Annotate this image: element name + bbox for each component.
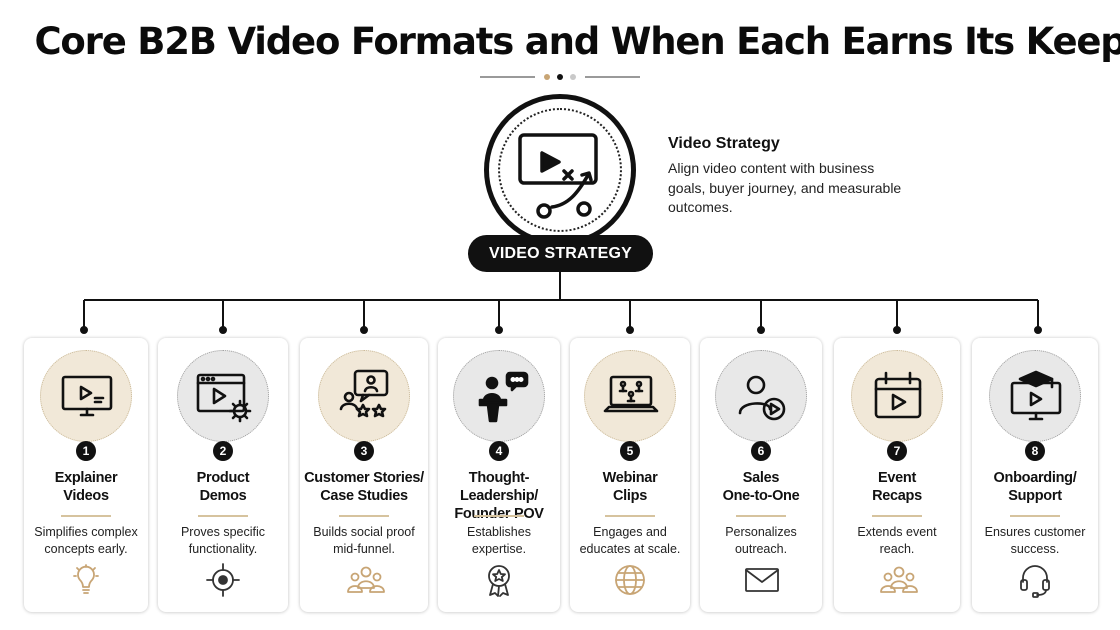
card-description: Proves specific functionality. (158, 524, 288, 557)
card-title: Onboarding/ Support (972, 469, 1098, 505)
format-card: 4 Thought-Leadership/ Founder POV Establ… (438, 338, 560, 612)
format-card: 1 Explainer Videos Simplifies complex co… (24, 338, 148, 612)
card-number: 3 (354, 441, 374, 461)
card-title-line-1: Explainer (54, 470, 118, 486)
strategy-description: Align video content with business goals,… (668, 160, 902, 215)
card-title: Product Demos (158, 469, 288, 505)
globe-icon (612, 562, 648, 603)
card-title-line-1: Thought-Leadership/ (459, 470, 539, 504)
connector-tree (80, 272, 1042, 334)
page-title: Core B2B Video Formats and When Each Ear… (34, 20, 1120, 63)
card-number: 6 (751, 441, 771, 461)
card-title: Webinar Clips (570, 469, 690, 505)
card-title: Sales One-to-One (700, 469, 822, 505)
card-description: Ensures customer success. (972, 524, 1098, 557)
format-card: 2 Product Demos Proves specific function… (158, 338, 288, 612)
card-divider (474, 515, 524, 517)
strategy-play-icon (518, 133, 598, 219)
card-description: Personalizes outreach. (700, 524, 822, 557)
card-title-line-2: Case Studies (320, 488, 408, 504)
card-divider (1010, 515, 1060, 517)
people-group-icon (346, 562, 386, 603)
card-title-line-1: Sales (742, 470, 780, 486)
card-icon-circle (584, 350, 676, 442)
card-desc-line-1: Establishes (467, 525, 531, 539)
format-card: 6 Sales One-to-One Personalizes outreach… (700, 338, 822, 612)
lightbulb-icon (68, 562, 104, 603)
card-desc-line-1: Extends event (857, 525, 937, 539)
card-icon-circle (177, 350, 269, 442)
award-badge-icon (481, 562, 517, 603)
card-title-line-2: Clips (613, 488, 647, 504)
card-description: Extends event reach. (834, 524, 960, 557)
card-icon-circle (989, 350, 1081, 442)
card-desc-line-2: concepts early. (44, 541, 128, 556)
card-title-line-2: Support (1008, 488, 1062, 504)
card-divider (61, 515, 111, 517)
card-icon-circle (715, 350, 807, 442)
card-number: 2 (213, 441, 233, 461)
video-strategy-label: VIDEO STRATEGY (468, 235, 653, 272)
card-description: Builds social proof mid-funnel. (300, 524, 428, 557)
card-title-line-2: Videos (63, 488, 109, 504)
people-group-icon (879, 562, 919, 603)
card-icon-circle (851, 350, 943, 442)
card-divider (605, 515, 655, 517)
card-desc-line-1: Proves specific (180, 525, 266, 539)
envelope-icon (743, 562, 781, 603)
card-title-line-2: Demos (199, 488, 247, 504)
card-title-line-1: Webinar (602, 470, 658, 486)
card-desc-line-1: Builds social proof (313, 525, 415, 539)
card-title-line-1: Customer Stories/ (304, 470, 424, 486)
card-number: 1 (76, 441, 96, 461)
format-card: 8 Onboarding/ Support Ensures customer s… (972, 338, 1098, 612)
card-desc-line-2: educates at scale. (579, 541, 681, 556)
card-desc-line-2: reach. (879, 541, 915, 556)
headset-icon (1017, 562, 1053, 603)
card-title: Event Recaps (834, 469, 960, 505)
title-divider (480, 72, 640, 82)
card-title-line-2: One-to-One (722, 488, 800, 504)
card-desc-line-2: functionality. (188, 541, 258, 556)
card-title: Explainer Videos (24, 469, 148, 505)
format-card: 3 Customer Stories/ Case Studies Builds … (300, 338, 428, 612)
card-title-line-1: Onboarding/ (993, 470, 1077, 486)
card-desc-line-2: outreach. (734, 541, 788, 556)
card-divider (736, 515, 786, 517)
card-icon-circle (318, 350, 410, 442)
card-icon-circle (453, 350, 545, 442)
card-desc-line-2: expertise. (471, 541, 527, 556)
card-number: 4 (489, 441, 509, 461)
card-description: Engages and educates at scale. (570, 524, 690, 557)
card-icon-circle (40, 350, 132, 442)
card-number: 7 (887, 441, 907, 461)
card-divider (872, 515, 922, 517)
card-desc-line-1: Engages and (593, 525, 667, 539)
card-title: Thought-Leadership/ Founder POV (438, 469, 560, 523)
card-title-line-1: Event (878, 470, 916, 486)
format-card: 7 Event Recaps Extends event reach. (834, 338, 960, 612)
card-description: Establishes expertise. (438, 524, 560, 557)
card-desc-line-1: Simplifies complex (34, 525, 138, 539)
card-number: 8 (1025, 441, 1045, 461)
card-desc-line-1: Personalizes (725, 525, 797, 539)
card-divider (339, 515, 389, 517)
card-number: 5 (620, 441, 640, 461)
card-title-line-2: Recaps (872, 488, 922, 504)
card-title: Customer Stories/ Case Studies (300, 469, 428, 505)
card-desc-line-2: success. (1010, 541, 1060, 556)
card-description: Simplifies complex concepts early. (24, 524, 148, 557)
strategy-heading: Video Strategy (668, 135, 780, 152)
card-divider (198, 515, 248, 517)
card-title-line-2: Founder POV (454, 506, 544, 522)
card-desc-line-1: Ensures customer (984, 525, 1086, 539)
card-title-line-1: Product (196, 470, 250, 486)
target-icon (205, 562, 241, 603)
format-card: 5 Webinar Clips Engages and educates at … (570, 338, 690, 612)
card-desc-line-2: mid-funnel. (333, 541, 395, 556)
